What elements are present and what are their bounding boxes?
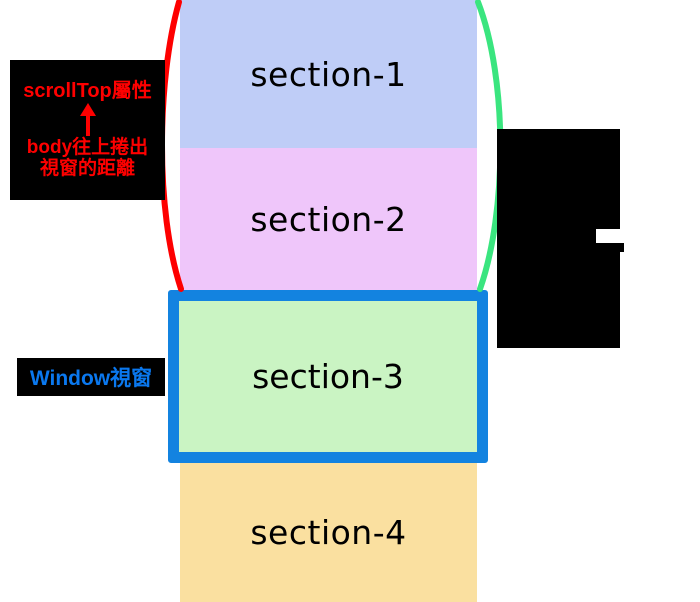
- section-3-label: section-3: [252, 357, 404, 396]
- section-1-block: section-1: [180, 0, 477, 148]
- section-2-block: section-2: [180, 148, 477, 290]
- label-occluder-bar-secondary: [586, 243, 624, 252]
- section-4-block: section-4: [180, 463, 477, 602]
- window-viewport-frame: section-3: [168, 290, 488, 463]
- section-3-block: section-3: [179, 301, 477, 452]
- label-occluder-bar: [596, 229, 668, 246]
- scrolltop-annotation-callout: scrollTop屬性 body往上捲出 視窗的距離: [10, 60, 165, 200]
- section-1-label: section-1: [250, 54, 407, 94]
- scrolltop-body-line-1: body往上捲出: [26, 137, 149, 159]
- window-callout-label: Window視窗: [29, 367, 153, 390]
- section-2-label: section-2: [250, 199, 407, 239]
- right-callout-label: Sc: [673, 225, 697, 247]
- section-4-label: section-4: [250, 513, 407, 552]
- window-annotation-callout: Window視窗: [17, 358, 165, 396]
- scrolltop-heading: scrollTop屬性: [23, 79, 152, 102]
- scrolltop-body-line-2: 視窗的距離: [39, 157, 135, 179]
- up-arrow-icon: [14, 102, 161, 138]
